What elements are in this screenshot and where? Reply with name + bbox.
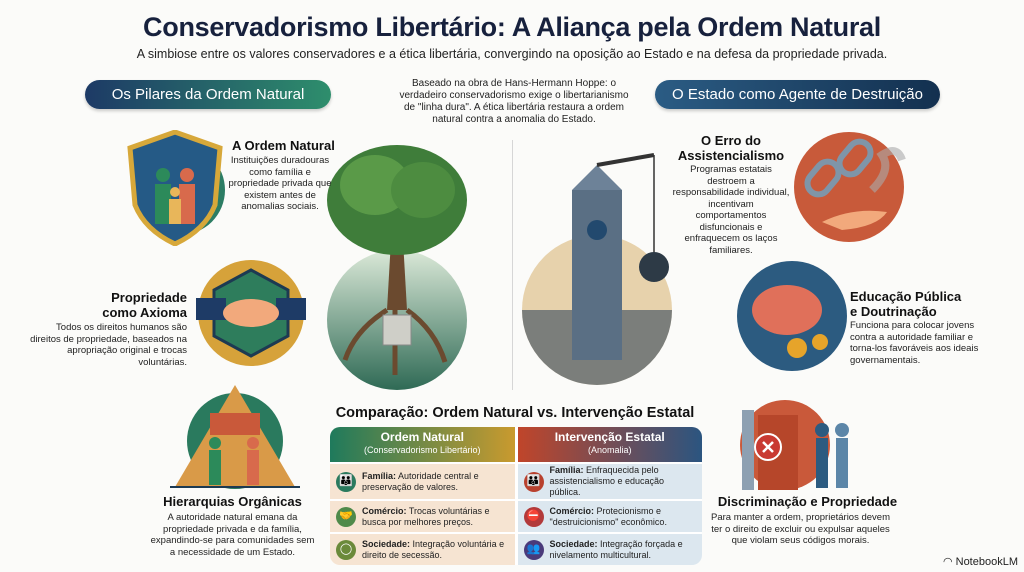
page-title: Conservadorismo Libertário: A Aliança pe… <box>143 12 881 42</box>
table-cell: ⛔ Comércio: Protecionismo e "destruicioni… <box>517 501 702 532</box>
cell-text: Trocas voluntárias e busca por melhores … <box>362 505 490 527</box>
item-title: O Erro do Assistencialismo <box>677 133 785 163</box>
cell-text: Protecionismo e "destruicionismo" econôm… <box>549 505 667 527</box>
comparison-title: Comparação: Ordem Natural vs. Intervençã… <box>335 405 695 421</box>
item-title: Propriedade como Axioma <box>102 290 187 320</box>
item-title: Hierarquias Orgânicas <box>163 494 302 509</box>
item-title: Educação Pública e Doutrinação <box>850 289 962 319</box>
table-cell: 🤝 Comércio: Trocas voluntárias e busca po… <box>330 501 515 532</box>
cell-text: Integração voluntária e direito de seces… <box>362 538 505 560</box>
item-desc: Para manter a ordem, proprietários devem… <box>711 512 890 546</box>
table-cell: 👥 Sociedade: Integração forçada e nivelam… <box>517 534 702 565</box>
item-desc: Programas estatais destroem a responsabi… <box>672 164 790 256</box>
handshake-icon: 🤝 <box>336 506 356 527</box>
row-label: Sociedade: <box>549 538 598 549</box>
row-label: Comércio: <box>549 505 595 516</box>
item-desc: Instituições duradouras como família e p… <box>228 155 332 212</box>
table-cell: 👪 Família: Autoridade central e preservaç… <box>330 464 515 499</box>
divider <box>512 140 513 390</box>
family-shield-icon <box>127 130 225 246</box>
tree-illustration <box>327 145 467 390</box>
row-label: Família: <box>362 470 397 481</box>
comparison-table: Ordem Natural(Conservadorismo Libertário… <box>330 427 702 565</box>
right-header-text: Intervenção Estatal <box>554 430 665 444</box>
broken-chain-icon <box>794 132 906 242</box>
gate-icon <box>740 400 849 490</box>
table-cell: ◯ Sociedade: Integração voluntária e dire… <box>330 534 515 565</box>
row-label: Sociedade: <box>362 538 411 549</box>
left-section-label: Os Pilares da Ordem Natural <box>85 80 331 109</box>
brand-text: NotebookLM <box>955 555 1018 568</box>
left-column-header: Ordem Natural(Conservadorismo Libertário… <box>330 427 515 462</box>
left-header-text: Ordem Natural <box>380 430 464 444</box>
wrecking-ball-icon <box>639 205 669 282</box>
row-label: Família: <box>549 465 584 475</box>
table-cell: 👪 Família: Enfraquecida pelo assistencial… <box>517 464 702 499</box>
crowd-icon: 👥 <box>523 539 544 560</box>
item-desc: A autoridade natural emana da propriedad… <box>150 512 315 558</box>
page-subtitle: A simbiose entre os valores conservadore… <box>136 47 888 61</box>
item-title: A Ordem Natural <box>232 138 335 153</box>
brain-icon <box>737 261 847 371</box>
cell-text: Autoridade central e preservação de valo… <box>362 470 479 492</box>
pyramid-icon <box>170 385 300 489</box>
family-icon: 👪 <box>336 471 356 492</box>
community-cycle-icon: ◯ <box>336 539 356 560</box>
item-desc: Todos os direitos humanos são direitos d… <box>30 322 187 368</box>
right-section-label: O Estado como Agente de Destruição <box>655 80 940 109</box>
center-note: Baseado na obra de Hans-Hermann Hoppe: o… <box>399 78 629 125</box>
cell-text: Integração forçada e nivelamento multicu… <box>549 538 683 560</box>
item-desc: Funciona para colocar jovens contra a au… <box>850 320 979 366</box>
cell-text: Enfraquecida pelo assistencialismo e edu… <box>549 465 665 497</box>
row-label: Comércio: <box>362 505 407 516</box>
ruined-state-monument-illustration <box>522 153 672 385</box>
notebooklm-logo-icon: ◠ <box>943 556 953 568</box>
right-header-sub: (Anomalia) <box>587 445 632 455</box>
item-title: Discriminação e Propriedade <box>717 494 898 509</box>
barrier-icon: ⛔ <box>523 506 544 527</box>
handshake-icon <box>196 260 306 366</box>
right-column-header: Intervenção Estatal(Anomalia) <box>517 427 702 462</box>
left-header-sub: (Conservadorismo Libertário) <box>363 445 481 455</box>
notebooklm-brand: ◠NotebookLM <box>943 555 1018 569</box>
family-icon: 👪 <box>523 471 544 492</box>
